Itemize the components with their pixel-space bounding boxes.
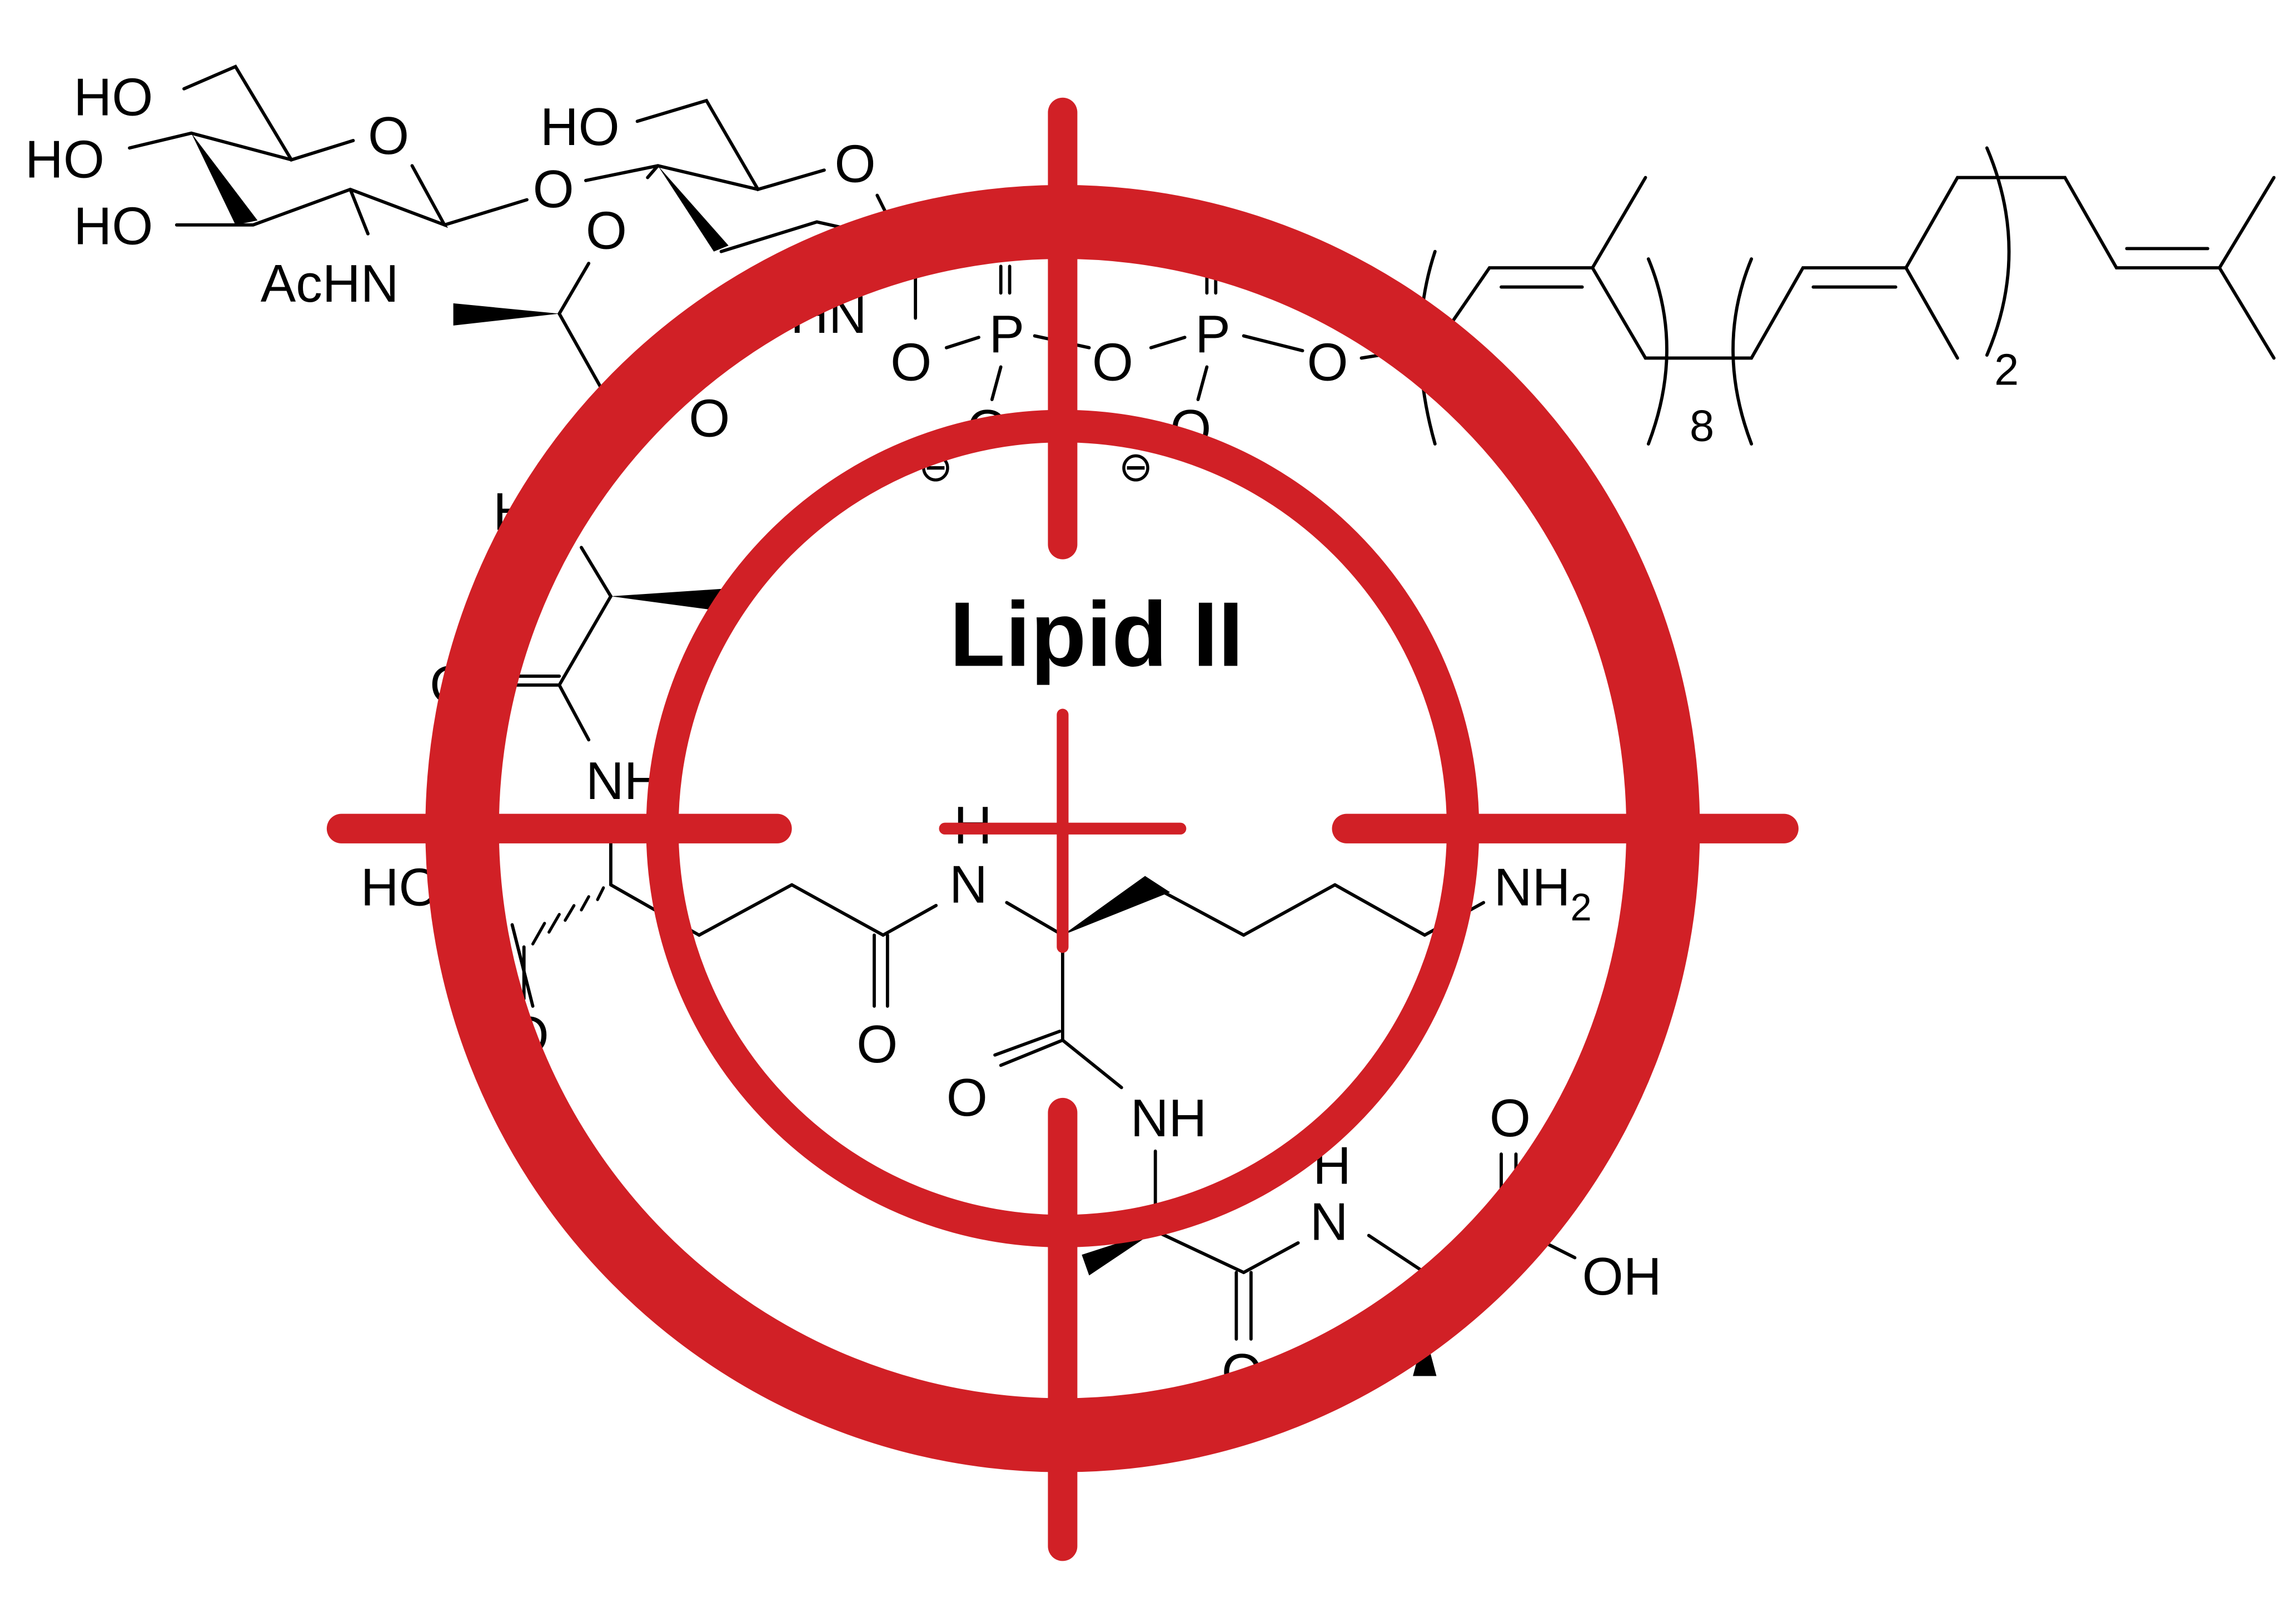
label-o: O (533, 159, 574, 219)
lactyl-wedge (453, 303, 560, 326)
glcnac-ring (128, 64, 529, 236)
lys-wedge (1062, 876, 1171, 935)
lipid-ii-structure: HO HO HO O O AcHN HO O O HN O O O P P O … (25, 64, 2276, 1402)
label-n: N (949, 855, 988, 914)
label-o: O (947, 1068, 988, 1127)
murnac-wedge (658, 166, 729, 252)
label-nh2: NH2 (1494, 857, 1592, 928)
label-o: O (856, 1015, 898, 1074)
label-o: O (689, 388, 730, 448)
label-repeat-2: 2 (1994, 344, 2019, 394)
label-ho: HO (73, 67, 153, 127)
label-p: P (989, 304, 1025, 364)
label-ho: HO (540, 97, 620, 157)
atom-labels: HO HO HO O O AcHN HO O O HN O O O P P O … (25, 67, 2019, 1402)
label-o: O (368, 106, 409, 166)
label-n: N (1310, 1192, 1348, 1251)
label-achn: AcHN (261, 254, 399, 313)
ala-wedge (610, 588, 721, 611)
label-o: O (586, 201, 627, 260)
label-nh: NH (1130, 1088, 1207, 1148)
label-o: O (890, 332, 932, 392)
undecaprenyl-chain (1359, 176, 2276, 360)
glu-hash (531, 886, 605, 946)
glcnac-wedge (191, 133, 258, 225)
label-o: O (1092, 332, 1133, 392)
label-ho: HO (73, 196, 153, 256)
label-p: P (1195, 304, 1231, 364)
peptide-bonds (484, 546, 1577, 1341)
label-ho: HO (25, 129, 104, 189)
label-o: O (834, 134, 875, 193)
label-repeat-8: 8 (1690, 401, 1714, 450)
dala-wedge (1082, 1231, 1156, 1276)
label-oh: OH (1582, 1247, 1662, 1306)
crosshair-target-icon (326, 97, 1799, 1561)
diagram-title: Lipid II (949, 583, 1243, 686)
label-o: O (1490, 1088, 1531, 1148)
label-o: O (1307, 332, 1348, 392)
murnac-ring (557, 98, 892, 394)
